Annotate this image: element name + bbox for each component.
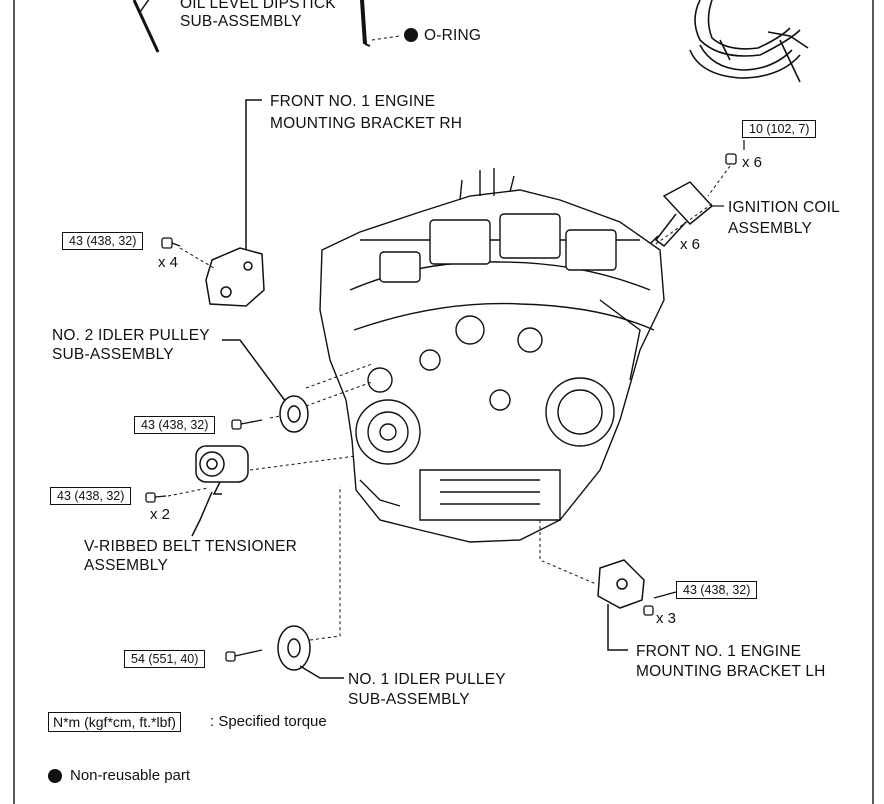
qty-ignition-coil: x 6 [680, 236, 701, 253]
qty-tensioner: x 2 [150, 506, 171, 523]
leader-bracket-lh [607, 604, 628, 651]
legend-torque-desc: : Specified torque [210, 713, 327, 730]
leader-idler2 [222, 339, 287, 403]
engine-bracket-lh-part [597, 559, 645, 609]
engine-bracket-rh-part [205, 247, 265, 307]
label-ignition-coil-line1: IGNITION COIL [728, 199, 840, 216]
belt-tensioner-part [195, 445, 249, 495]
idler-pulley-2-part [279, 395, 309, 433]
oil-dipstick-part [132, 0, 160, 53]
label-bracket-lh-line2: MOUNTING BRACKET LH [636, 663, 826, 680]
torque-idler2: 43 (438, 32) [134, 416, 216, 434]
torque-bracket-rh: 43 (438, 32) [62, 232, 144, 250]
dash-idler1 [309, 486, 341, 641]
label-idler2-line2: SUB-ASSEMBLY [52, 346, 174, 363]
label-ignition-coil-line2: ASSEMBLY [728, 220, 813, 237]
legend-non-reusable-dot-icon [48, 769, 62, 783]
harness-bracket-part [689, 0, 809, 83]
label-tensioner-line2: ASSEMBLY [84, 557, 169, 574]
non-reusable-dot-icon [404, 28, 418, 42]
label-bracket-rh-line1: FRONT NO. 1 ENGINE [270, 93, 436, 110]
leader-idler1 [299, 665, 344, 679]
label-idler1-line1: NO. 1 IDLER PULLEY [348, 671, 506, 688]
torque-ignition: 10 (102, 7) [742, 120, 817, 138]
dash-bracket-rh [179, 247, 215, 269]
dash-idler2 [269, 363, 373, 419]
leader-tensioner [191, 491, 213, 537]
leader-bracket-lh-torque [653, 591, 677, 599]
engine-block [319, 168, 665, 543]
bolt-bracket-lh [643, 605, 654, 616]
torque-tensioner: 43 (438, 32) [50, 487, 132, 505]
dash-ignition [649, 165, 731, 249]
legend-nonreusable: Non-reusable part [70, 767, 191, 784]
dipstick-guide-part [360, 0, 401, 47]
dash-bracket-lh [539, 520, 597, 585]
label-bracket-lh-line1: FRONT NO. 1 ENGINE [636, 643, 802, 660]
bolt-tensioner [145, 492, 167, 503]
label-tensioner-line1: V-RIBBED BELT TENSIONER [84, 538, 298, 555]
label-idler1-line2: SUB-ASSEMBLY [348, 691, 470, 708]
label-idler2-line1: NO. 2 IDLER PULLEY [52, 327, 210, 344]
label-bracket-rh-line2: MOUNTING BRACKET RH [270, 115, 463, 132]
bolt-idler2 [231, 419, 263, 430]
dash-tensioner [167, 455, 357, 497]
leader-bracket-rh [245, 99, 262, 258]
legend-torque-unit: N*m (kgf*cm, ft.*lbf) [48, 712, 181, 732]
ignition-coil-part [647, 181, 714, 248]
label-oil-dipstick-line2: SUB-ASSEMBLY [180, 13, 302, 30]
label-o-ring: O-RING [424, 27, 482, 44]
qty-bracket-rh: x 4 [158, 254, 179, 271]
bolt-idler1 [225, 649, 263, 662]
qty-ignition-bolt: x 6 [742, 154, 763, 171]
label-oil-dipstick-line1: OIL LEVEL DIPSTICK [180, 0, 336, 12]
torque-idler1: 54 (551, 40) [124, 650, 206, 668]
bolt-ignition [725, 153, 737, 165]
qty-bracket-lh: x 3 [656, 610, 677, 627]
bolt-bracket-rh [161, 237, 181, 249]
torque-bracket-lh: 43 (438, 32) [676, 581, 758, 599]
idler-pulley-1-part [277, 625, 311, 671]
